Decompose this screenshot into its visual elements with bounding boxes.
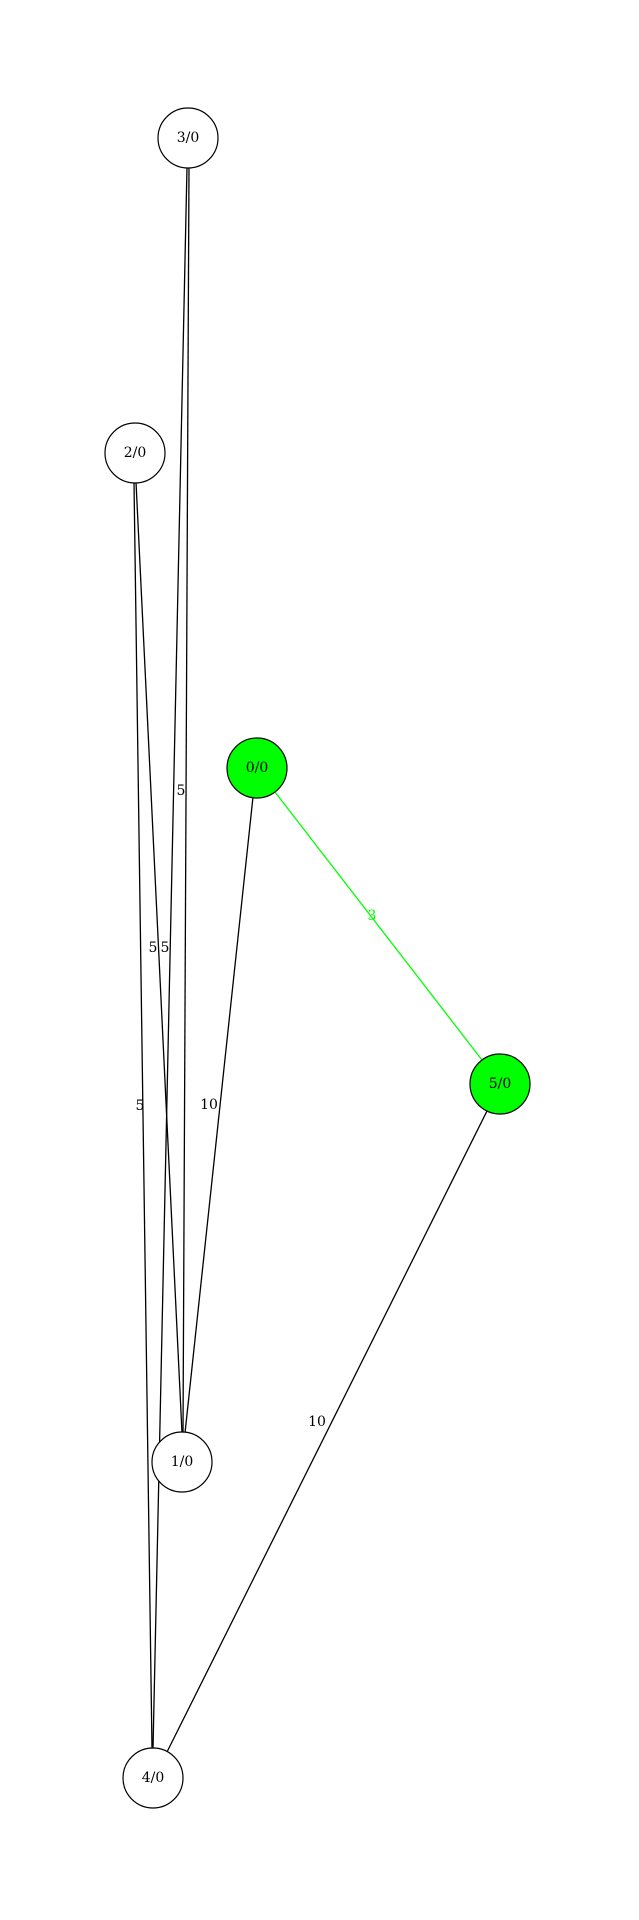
edge-3-4 bbox=[152, 166, 188, 1750]
node-label-3: 3/0 bbox=[177, 130, 200, 146]
edge-weight-label-2-1: 5 bbox=[149, 940, 158, 956]
edge-weight-label-0-5: 3 bbox=[368, 908, 377, 924]
node-circle-3 bbox=[157, 107, 219, 169]
edge-weight-label-0-1: 10 bbox=[200, 1097, 218, 1113]
node-circle-0 bbox=[226, 737, 288, 799]
node-2: 2/0 bbox=[104, 422, 166, 484]
edge-weight-label-3-1: 5 bbox=[177, 783, 186, 799]
node-circle-1 bbox=[151, 1431, 213, 1493]
node-label-4: 4/0 bbox=[142, 1770, 165, 1786]
edge-weight-label-5-4: 10 bbox=[308, 1414, 326, 1430]
edge-5-4 bbox=[166, 1110, 488, 1753]
node-circle-4 bbox=[122, 1747, 184, 1809]
node-1: 1/0 bbox=[151, 1431, 213, 1493]
node-label-5: 5/0 bbox=[489, 1076, 512, 1092]
edge-weight-label-3-4: 5 bbox=[161, 940, 170, 956]
edge-0-1 bbox=[184, 796, 254, 1434]
nodes-layer: 3/0 2/0 0/0 5/0 1/0 4/0 bbox=[104, 107, 531, 1809]
edges-layer bbox=[133, 166, 488, 1753]
edge-weight-label-2-4: 5 bbox=[136, 1098, 145, 1114]
node-circle-2 bbox=[104, 422, 166, 484]
node-3: 3/0 bbox=[157, 107, 219, 169]
node-circle-5 bbox=[469, 1053, 531, 1115]
edge-3-1 bbox=[182, 166, 190, 1434]
node-5: 5/0 bbox=[469, 1053, 531, 1115]
edge-2-4 bbox=[133, 481, 153, 1750]
node-4: 4/0 bbox=[122, 1747, 184, 1809]
edge-0-5 bbox=[274, 791, 483, 1061]
node-0: 0/0 bbox=[226, 737, 288, 799]
node-label-0: 0/0 bbox=[246, 760, 269, 776]
node-label-1: 1/0 bbox=[171, 1454, 194, 1470]
node-label-2: 2/0 bbox=[124, 445, 147, 461]
edge-2-1 bbox=[135, 481, 183, 1434]
